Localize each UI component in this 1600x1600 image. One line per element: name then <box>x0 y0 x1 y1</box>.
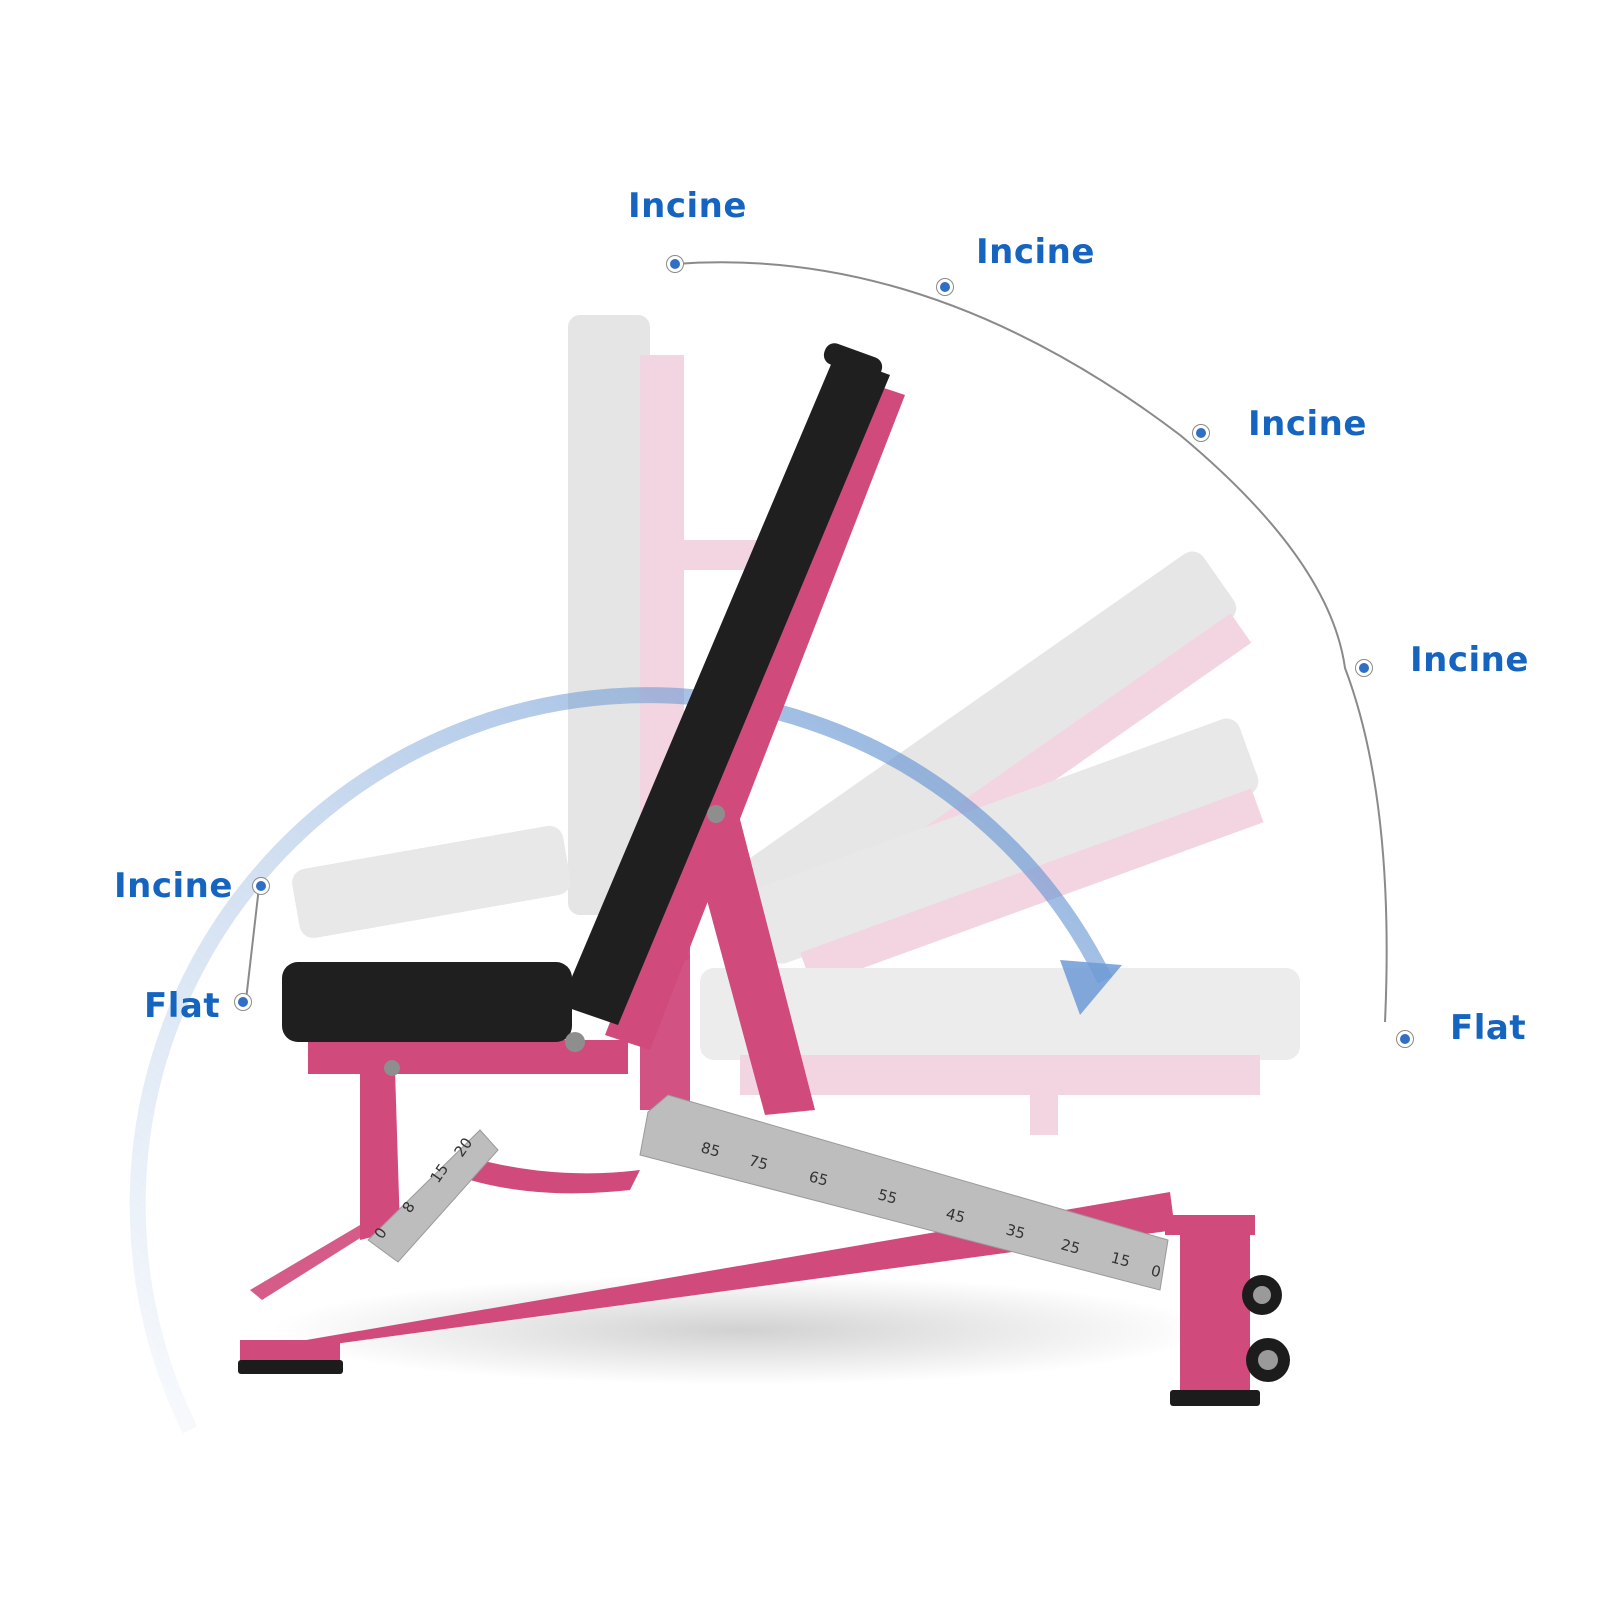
arrow-head-icon <box>1060 960 1122 1015</box>
back-scale-0: 0 <box>1149 1261 1163 1281</box>
angle-label-right-upper: Incine <box>1248 404 1367 444</box>
angle-marker-dot <box>234 993 252 1011</box>
back-scale-65: 65 <box>807 1167 830 1189</box>
angle-guide-arc <box>674 261 1388 1023</box>
back-scale-85: 85 <box>699 1138 722 1160</box>
seat-guide-line <box>245 886 260 1001</box>
floor-shadow <box>270 1275 1210 1385</box>
svg-text:85: 85 <box>699 1138 722 1160</box>
seat-pad <box>282 962 572 1042</box>
svg-text:15: 15 <box>1109 1248 1132 1270</box>
svg-text:45: 45 <box>944 1204 967 1226</box>
backrest-scale-plate <box>639 1094 1169 1291</box>
angle-marker-dot <box>252 877 270 895</box>
angle-marker-dot <box>666 255 684 273</box>
svg-text:0: 0 <box>1149 1261 1163 1281</box>
svg-text:35: 35 <box>1004 1220 1027 1242</box>
angle-label-seat-incline: Incine <box>114 866 233 906</box>
backrest-pad <box>560 343 890 1025</box>
angle-label-top-left: Incine <box>628 186 747 226</box>
front-foot-pad <box>238 1360 343 1374</box>
adjustment-arc-arrow <box>129 687 1113 1434</box>
back-scale-75: 75 <box>747 1151 770 1173</box>
angle-marker-dot <box>936 278 954 296</box>
svg-text:65: 65 <box>807 1167 830 1189</box>
angle-marker-dot <box>1192 424 1210 442</box>
svg-text:15: 15 <box>427 1160 453 1186</box>
back-scale-25: 25 <box>1059 1235 1082 1257</box>
back-scale-35: 35 <box>1004 1220 1027 1242</box>
svg-text:25: 25 <box>1059 1235 1082 1257</box>
angle-marker-dot <box>1355 659 1373 677</box>
svg-text:0: 0 <box>371 1224 391 1242</box>
rear-foot-pad <box>1170 1390 1260 1406</box>
angle-marker-dot <box>1396 1030 1414 1048</box>
back-scale-45: 45 <box>944 1204 967 1226</box>
seat-scale-8: 8 <box>399 1198 419 1216</box>
bolt-icon <box>384 1060 400 1076</box>
svg-text:8: 8 <box>399 1198 419 1216</box>
bolt-icon <box>565 1032 585 1052</box>
svg-text:55: 55 <box>876 1185 899 1207</box>
angle-label-right-lower: Incine <box>1410 640 1529 680</box>
seat-scale-0: 0 <box>371 1224 391 1242</box>
seat-scale-20: 20 <box>451 1134 477 1160</box>
bolt-icon <box>707 805 725 823</box>
svg-text:75: 75 <box>747 1151 770 1173</box>
svg-text:20: 20 <box>451 1134 477 1160</box>
angle-label-top-mid: Incine <box>976 232 1095 272</box>
back-scale-55: 55 <box>876 1185 899 1207</box>
back-scale-15: 15 <box>1109 1248 1132 1270</box>
angle-label-seat-flat: Flat <box>144 986 221 1026</box>
seat-scale-plate <box>367 1129 499 1263</box>
seat-scale-15: 15 <box>427 1160 453 1186</box>
angle-label-right-flat: Flat <box>1450 1008 1527 1048</box>
